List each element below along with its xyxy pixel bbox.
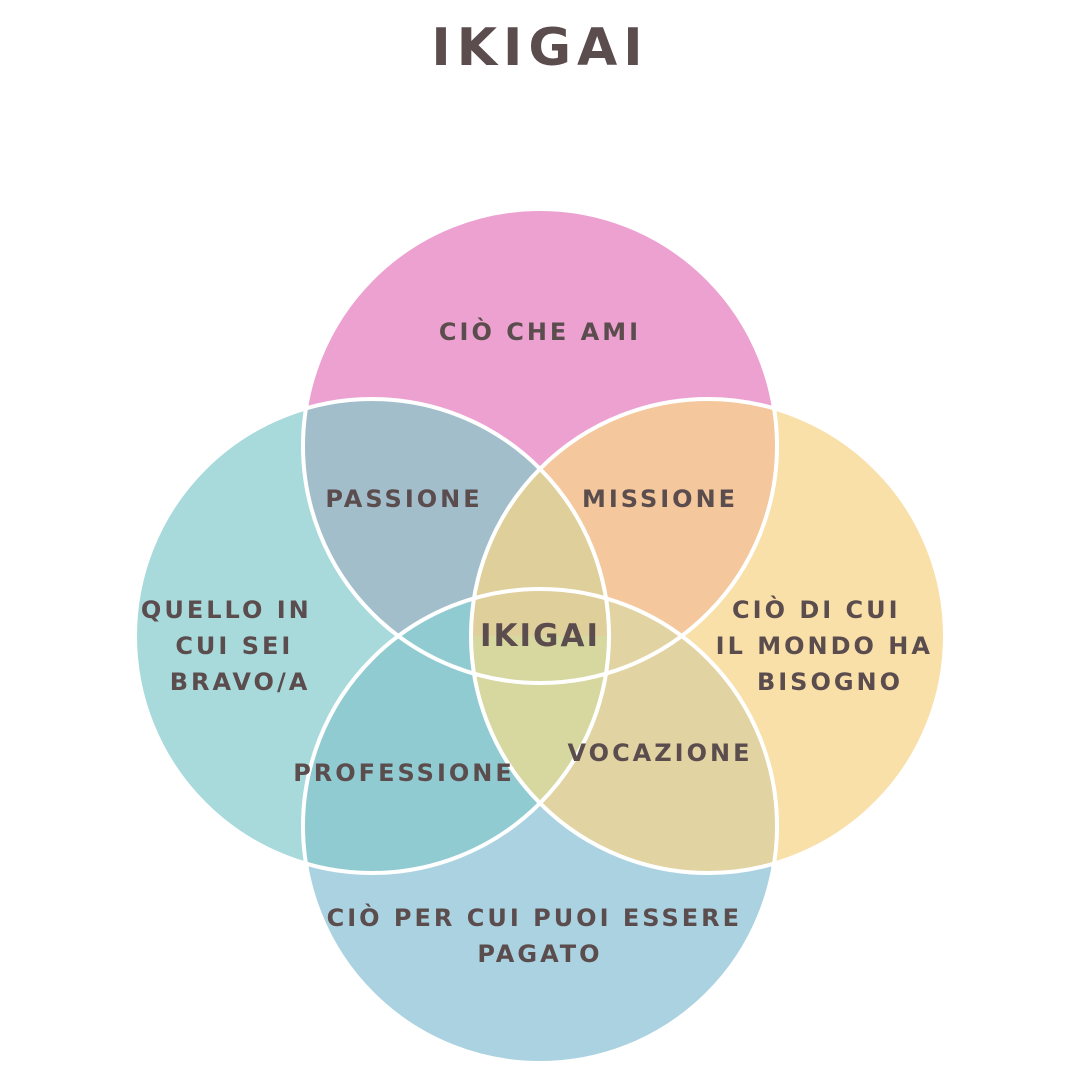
outline-left xyxy=(133,397,611,875)
outline-top xyxy=(301,207,779,685)
circle-outlines xyxy=(133,207,947,1065)
label-bottom: CIÒ PER CUI PUOI ESSERE PAGATO xyxy=(327,902,754,968)
label-left: QUELLO IN CUI SEI BRAVO/A xyxy=(141,596,323,696)
outline-bottom xyxy=(301,587,779,1065)
label-missione: MISSIONE xyxy=(582,485,738,513)
label-center-ikigai: IKIGAI xyxy=(480,618,600,654)
diagram-title: IKIGAI xyxy=(431,18,649,78)
outline-right xyxy=(469,397,947,875)
label-top: CIÒ CHE AMI xyxy=(439,316,641,346)
label-right: CIÒ DI CUI IL MONDO HA BISOGNO xyxy=(716,594,945,696)
label-vocazione: VOCAZIONE xyxy=(568,739,753,767)
label-passione: PASSIONE xyxy=(325,485,482,513)
label-professione: PROFESSIONE xyxy=(293,759,515,787)
